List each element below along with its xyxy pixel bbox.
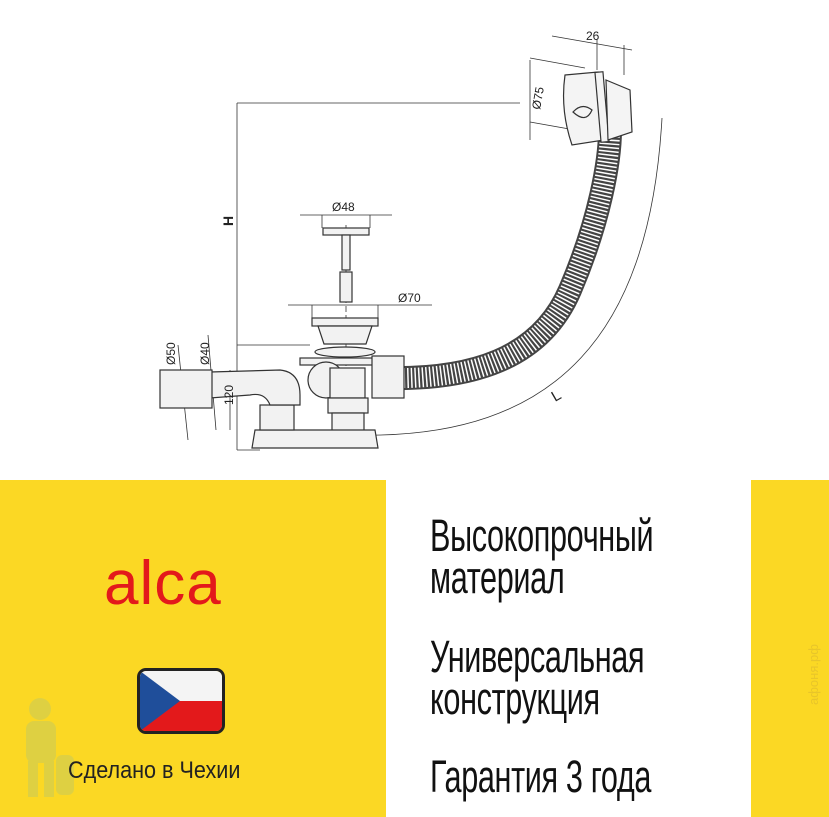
- dim-d48: Ø48: [332, 200, 355, 214]
- drain-stopper: [159, 227, 405, 449]
- watermark: афоня.рф: [806, 644, 821, 705]
- feature-warranty: Гарантия 3 года: [430, 751, 652, 802]
- length-dimension-arc: [354, 117, 663, 436]
- dim-120: 120: [222, 385, 236, 405]
- feature-strength-line2: материал: [430, 552, 565, 603]
- feature-universal-line1: Универсальная: [430, 631, 645, 682]
- dim-h: H: [220, 216, 236, 226]
- dim-26: 26: [586, 29, 600, 43]
- feature-strength-line1: Высокопрочный: [430, 510, 654, 561]
- features-panel: Высокопрочный материал Универсальная кон…: [386, 480, 751, 817]
- overflow-head: [562, 71, 633, 146]
- technical-drawing: 26 Ø75 Ø48 Ø70 Ø50 Ø40 120 H L: [159, 29, 663, 451]
- flexible-hose: [384, 129, 622, 391]
- feature-universal-line2: конструкция: [430, 673, 600, 724]
- dim-l: L: [549, 387, 565, 406]
- dim-d40: Ø40: [198, 342, 212, 365]
- plumber-mascot-icon: [26, 698, 74, 797]
- made-in-czech-label: Сделано в Чехии: [68, 757, 241, 784]
- side-strip: [751, 480, 829, 817]
- dim-d75: Ø75: [529, 85, 547, 110]
- czech-flag-icon: [137, 668, 225, 734]
- alca-logo: alca: [104, 549, 222, 618]
- dim-d70: Ø70: [398, 291, 421, 305]
- dim-d50: Ø50: [164, 342, 178, 365]
